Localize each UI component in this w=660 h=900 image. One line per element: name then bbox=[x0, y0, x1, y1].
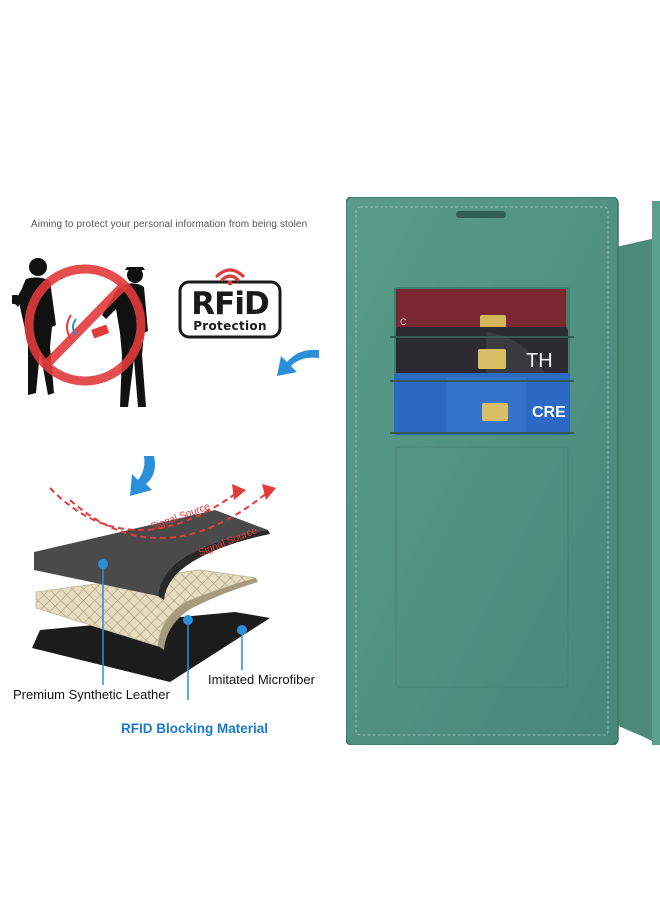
wallet-case-image: C TH CRE bbox=[346, 197, 660, 745]
thief-prohibited-icon bbox=[12, 258, 148, 407]
rfid-material-label: RFID Blocking Material bbox=[121, 721, 269, 736]
protection-caption: Aiming to protect your personal informat… bbox=[31, 219, 308, 230]
svg-text:TH: TH bbox=[526, 350, 553, 372]
curved-arrow-down-icon bbox=[130, 456, 155, 496]
wifi-signal-icon bbox=[215, 268, 245, 282]
dark-card: TH bbox=[396, 327, 568, 375]
rfid-title: RFiD bbox=[191, 286, 269, 322]
curved-arrow-left-icon bbox=[277, 349, 319, 376]
rfid-subtitle: Protection bbox=[193, 319, 267, 333]
maroon-card: C bbox=[396, 289, 566, 329]
microfiber-layer bbox=[32, 612, 270, 682]
leather-label: Premium Synthetic Leather bbox=[13, 687, 170, 702]
svg-text:CRE: CRE bbox=[532, 404, 566, 421]
blue-card: CRE bbox=[394, 373, 570, 435]
leather-layer bbox=[34, 510, 268, 596]
microfiber-label: Imitated Microfiber bbox=[208, 672, 315, 687]
rfid-layer-diagram: Signal Source Signal Source bbox=[32, 484, 276, 700]
svg-text:C: C bbox=[400, 317, 407, 327]
rfid-protection-badge: RFiD Protection bbox=[177, 262, 283, 340]
